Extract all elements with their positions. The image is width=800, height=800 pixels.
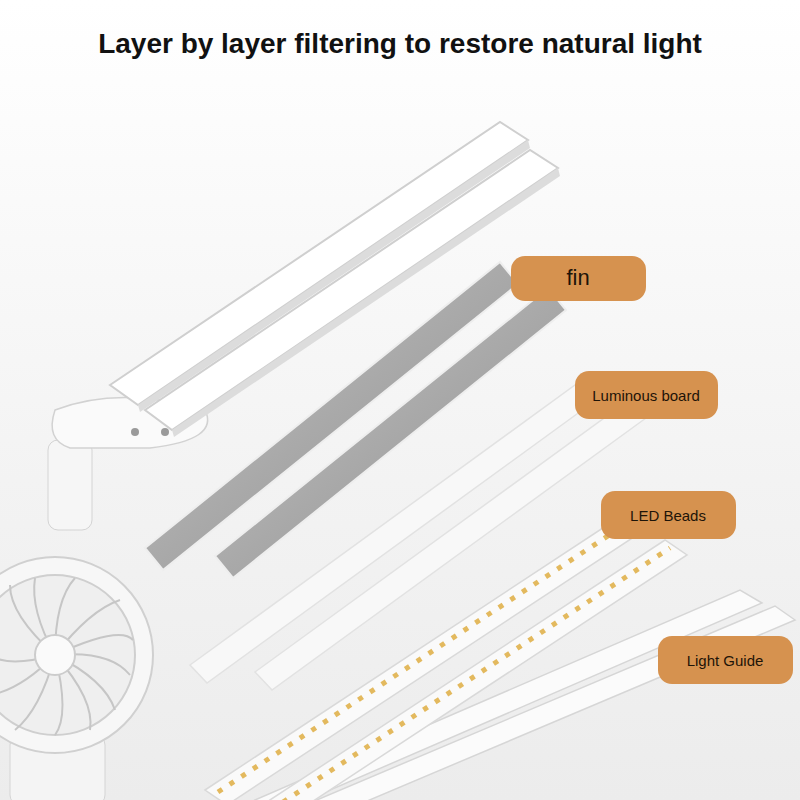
fan-blades xyxy=(0,578,133,735)
fan-housing xyxy=(0,557,153,753)
fan-guard xyxy=(0,575,135,735)
label-text: Luminous board xyxy=(592,387,700,404)
label-text: Light Guide xyxy=(687,652,764,669)
fan-hub xyxy=(35,635,75,675)
label-pill: Luminous board xyxy=(575,371,718,419)
lamp-bar xyxy=(110,122,528,405)
label-text: LED Beads xyxy=(630,507,706,524)
lamp-bar xyxy=(145,150,558,430)
hinge-dot xyxy=(131,428,139,436)
label-pill: fin xyxy=(511,256,646,301)
hinge-dot xyxy=(161,428,169,436)
label-pill: Light Guide xyxy=(658,636,793,684)
label-text: fin xyxy=(566,265,589,291)
lamp-bar-edge xyxy=(172,168,560,437)
page-title: Layer by layer filtering to restore natu… xyxy=(0,28,800,60)
lamp-stem xyxy=(48,440,92,530)
label-pill: LED Beads xyxy=(601,491,736,539)
lamp-bar-edge xyxy=(138,140,530,412)
